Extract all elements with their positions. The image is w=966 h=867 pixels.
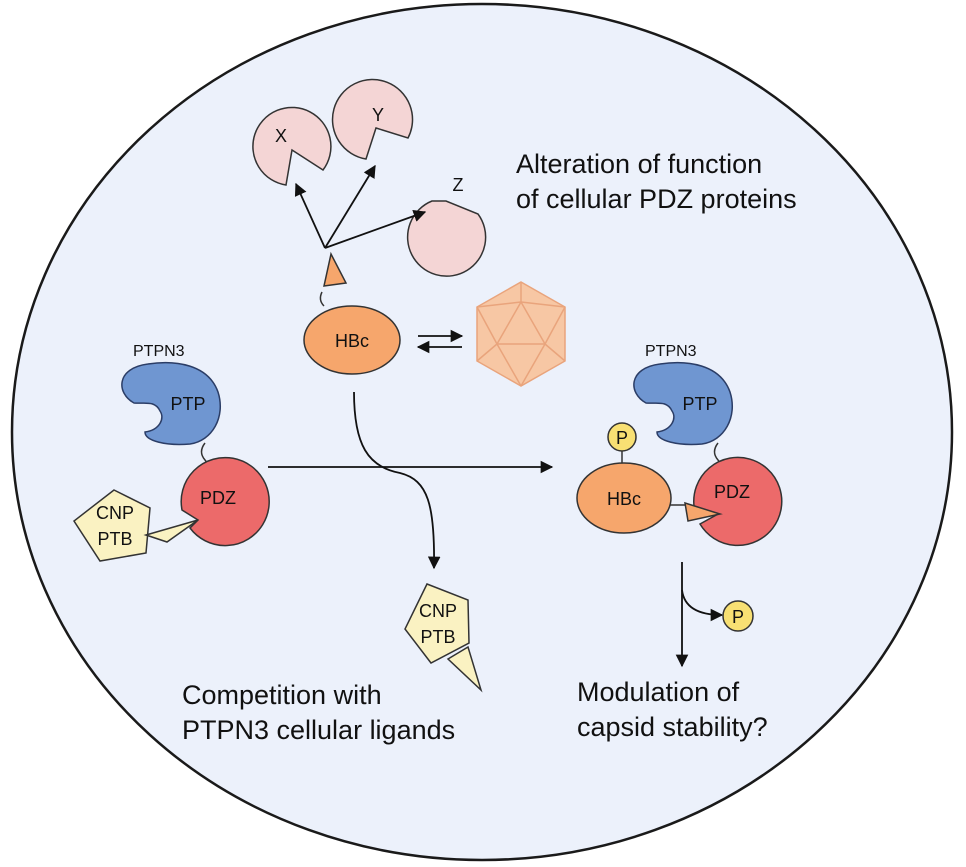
modulation-text-line2: capsid stability? — [577, 712, 768, 742]
left-ptp-label: PTP — [170, 394, 205, 414]
equilibrium-arrows — [416, 329, 464, 354]
pdz-protein-x: X — [252, 106, 332, 186]
hbc-center — [303, 305, 401, 375]
cell-boundary — [10, 2, 954, 862]
right-ptp-domain: PTP — [633, 361, 733, 446]
hbc-pdz-binding-motif — [319, 291, 325, 307]
released-cnp-label: CNP — [419, 601, 457, 621]
alteration-text-line1: Alteration of function — [516, 149, 762, 179]
phospho-release-arrow — [681, 589, 724, 622]
left-cnp-ptb: CNP PTB — [72, 489, 199, 562]
alteration-arrows — [294, 164, 427, 249]
right-pdz-domain: PDZ — [693, 456, 783, 547]
alteration-text-line2: of cellular PDZ proteins — [516, 184, 797, 214]
right-ptpn3-label: PTPN3 — [645, 343, 697, 360]
release-arrow — [353, 391, 441, 570]
right-pdz-label: PDZ — [714, 482, 750, 502]
pdz-protein-z-label: Z — [453, 175, 464, 195]
pdz-protein-z: Z — [406, 175, 487, 277]
right-phospho-label: P — [616, 428, 628, 448]
right-hbc-label: HBc — [607, 489, 641, 509]
released-phospho-label: P — [732, 607, 744, 627]
hbc-triangle-tag — [323, 251, 348, 287]
left-pdz-domain: PDZ — [180, 456, 270, 547]
left-pdz-label: PDZ — [200, 488, 236, 508]
left-ptb-label: PTB — [97, 529, 132, 549]
released-ptb-label: PTB — [420, 627, 455, 647]
left-ptp-domain: PTP — [121, 361, 221, 446]
right-ptp-label: PTP — [682, 394, 717, 414]
capsid-icon — [476, 281, 566, 387]
left-cnp-label: CNP — [96, 503, 134, 523]
pdz-protein-x-label: X — [275, 126, 287, 146]
pdz-protein-y: Y — [331, 78, 414, 160]
released-cnp-ptb: CNP PTB — [404, 583, 483, 693]
left-ptpn3-label: PTPN3 — [133, 343, 185, 360]
pdz-protein-y-label: Y — [372, 105, 384, 125]
competition-text-line2: PTPN3 cellular ligands — [182, 715, 455, 745]
modulation-text-line1: Modulation of — [577, 677, 740, 707]
right-hbc: HBc — [576, 462, 723, 534]
hbc-center-label: HBc — [335, 331, 369, 351]
competition-text-line1: Competition with — [182, 680, 382, 710]
right-phospho-group: P — [607, 422, 637, 452]
released-phospho-group: P — [722, 600, 754, 632]
